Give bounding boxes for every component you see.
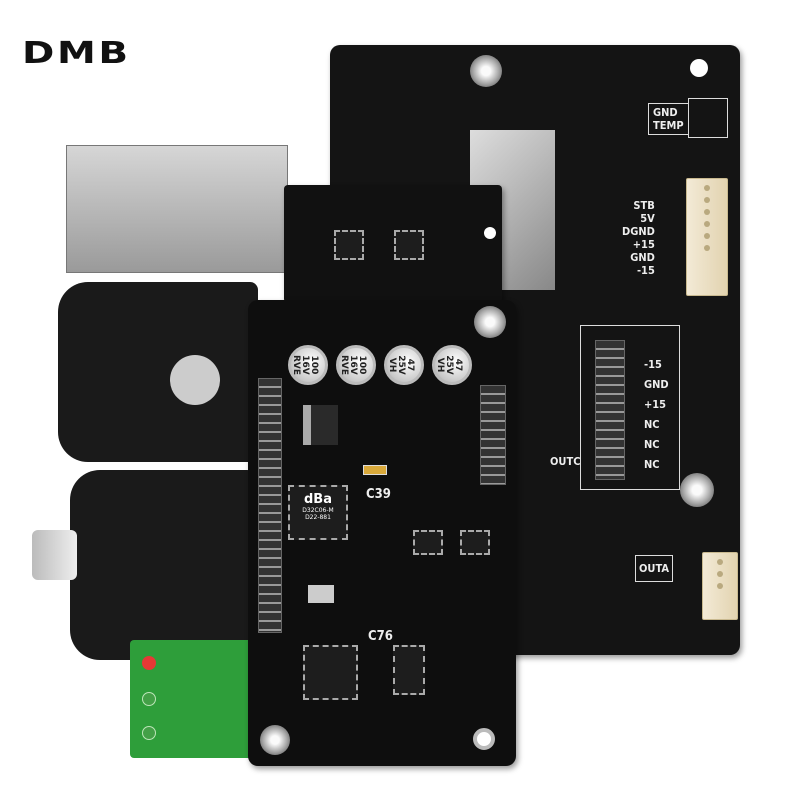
- label-stb: STB: [633, 199, 655, 212]
- gnd-temp-label: GND TEMP: [648, 103, 689, 135]
- screw: [474, 306, 506, 338]
- label-gnd2: GND: [630, 251, 655, 264]
- xlr-release-button[interactable]: [32, 530, 77, 580]
- dac-chip: [393, 645, 425, 695]
- voltage-regulator: [303, 405, 338, 445]
- mounting-hole: [690, 59, 708, 77]
- outa-label: OUTA: [635, 555, 674, 582]
- label-5v: 5V: [640, 212, 655, 225]
- mounting-hole: [484, 227, 496, 239]
- label-dgnd: DGND: [622, 225, 655, 238]
- xlr-connector-bottom[interactable]: [70, 470, 255, 660]
- ribbon-header: [580, 325, 680, 490]
- opamp-chip: [460, 530, 490, 555]
- xlr-latch[interactable]: [170, 355, 220, 405]
- label-temp: TEMP: [653, 119, 684, 132]
- ethernet-jack[interactable]: [66, 145, 288, 273]
- c39-label: C39: [366, 487, 391, 502]
- c76-label: C76: [368, 629, 393, 644]
- label-nc1: NC: [644, 418, 660, 431]
- power-labels: STB 5V DGND +15 GND -15: [622, 199, 655, 277]
- crystal: [308, 585, 334, 603]
- screw: [260, 725, 290, 755]
- led-board: [130, 640, 255, 758]
- power-connector[interactable]: [686, 178, 728, 296]
- mounting-hole: [473, 728, 495, 750]
- pin-header-left[interactable]: [258, 378, 282, 633]
- chip-brand: dBa: [304, 492, 332, 507]
- screw: [470, 55, 502, 87]
- ic-chip: [334, 230, 364, 260]
- outc-label: OUTC: [550, 455, 581, 468]
- label-nc2: NC: [644, 438, 660, 451]
- led-red: [142, 656, 156, 670]
- chip-code: D22-881: [305, 514, 331, 521]
- label-plus15: +15: [632, 238, 655, 251]
- ic-chip: [394, 230, 424, 260]
- label-minus15b: -15: [644, 358, 662, 371]
- outa-connector[interactable]: [702, 552, 738, 620]
- screw: [680, 473, 714, 507]
- idc-header[interactable]: [595, 340, 625, 480]
- temp-connector: [688, 98, 728, 138]
- led-green: [142, 726, 156, 740]
- label-minus15: -15: [636, 264, 655, 277]
- opamp-chip: [413, 530, 443, 555]
- pin-header-right[interactable]: [480, 385, 506, 485]
- output-labels: -15 GND +15 NC NC NC: [644, 355, 669, 475]
- codec-chip: [303, 645, 358, 700]
- xlr-connector-top[interactable]: [58, 282, 258, 462]
- led-green: [142, 692, 156, 706]
- brand-logo: DMB: [22, 36, 131, 71]
- label-plus15b: +15: [644, 398, 667, 411]
- tantalum-cap: [363, 465, 387, 475]
- label-nc3: NC: [644, 458, 660, 471]
- label-gnd: GND: [653, 106, 678, 119]
- label-gndb: GND: [644, 378, 669, 391]
- chip-model: D32C06-M: [302, 507, 334, 514]
- middle-board: [284, 185, 502, 303]
- dsp-chip: dBa D32C06-M D22-881: [288, 485, 348, 540]
